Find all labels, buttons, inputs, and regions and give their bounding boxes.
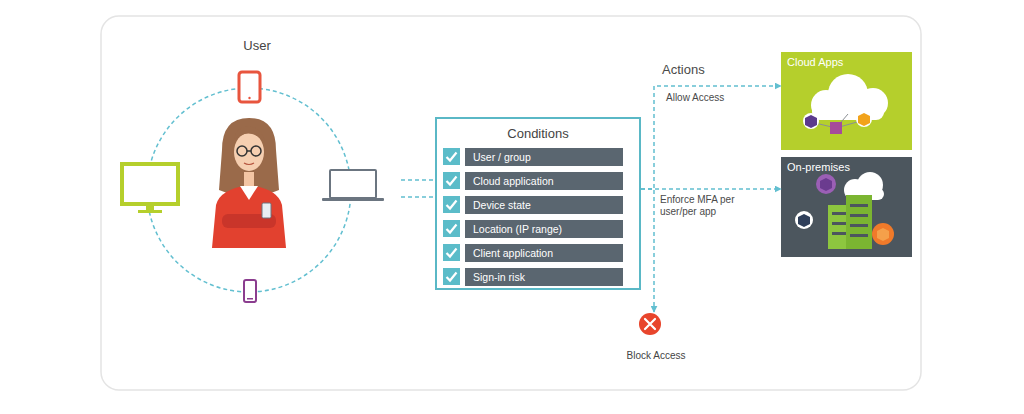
monitor-icon <box>122 164 178 213</box>
node-text: User / group <box>473 150 615 164</box>
laptop-icon <box>322 170 384 201</box>
condition-row: Location (IP range) <box>465 220 623 238</box>
node-text: Cloud application <box>473 174 615 188</box>
condition-row: Sign-in risk <box>465 268 623 286</box>
building-illustration <box>795 172 894 249</box>
node-text: Device state <box>473 198 615 212</box>
block-access-node: Block Access <box>600 312 712 362</box>
check-marks <box>443 148 460 285</box>
check-icon <box>443 220 460 237</box>
conditions-box: ConditionsUser / groupCloud applicationD… <box>435 117 641 290</box>
node-text: Conditions <box>441 126 635 142</box>
user-figure <box>212 118 286 248</box>
check-icon <box>443 268 460 285</box>
action-label: Allow Access <box>666 92 756 104</box>
node-text: Block Access <box>602 350 710 363</box>
condition-row: User / group <box>465 148 623 166</box>
on-premises-box: On-premises <box>781 157 916 257</box>
tablet-icon <box>239 72 260 102</box>
action-label: Enforce MFA per user/per app <box>660 194 748 218</box>
block-icon <box>639 313 661 335</box>
section-heading: Actions <box>662 62 705 78</box>
dashed-connector <box>641 189 654 312</box>
check-icon <box>443 244 460 261</box>
node-text: User <box>113 38 401 54</box>
on-premises-panel <box>781 157 912 257</box>
user-group: User <box>113 38 401 308</box>
check-icon <box>443 148 460 165</box>
dashed-connector <box>641 188 781 190</box>
phone-icon <box>244 280 256 302</box>
cloud-apps-box: Cloud Apps <box>781 52 916 150</box>
cloud-illustration <box>803 74 888 134</box>
condition-row: Device state <box>465 196 623 214</box>
check-icon <box>443 196 460 213</box>
panel-frame <box>101 16 921 390</box>
dashed-connector <box>401 196 435 198</box>
condition-row: Client application <box>465 244 623 262</box>
node-text: On-premises <box>787 161 910 175</box>
dashed-connector <box>401 179 435 181</box>
dashed-connector <box>641 86 781 189</box>
check-icon <box>443 172 460 189</box>
node-text: Cloud Apps <box>787 56 910 70</box>
node-text: Location (IP range) <box>473 222 615 236</box>
node-text: Client application <box>473 246 615 260</box>
cloud-apps-panel <box>781 52 912 150</box>
node-text: Sign-in risk <box>473 270 615 284</box>
condition-row: Cloud application <box>465 172 623 190</box>
